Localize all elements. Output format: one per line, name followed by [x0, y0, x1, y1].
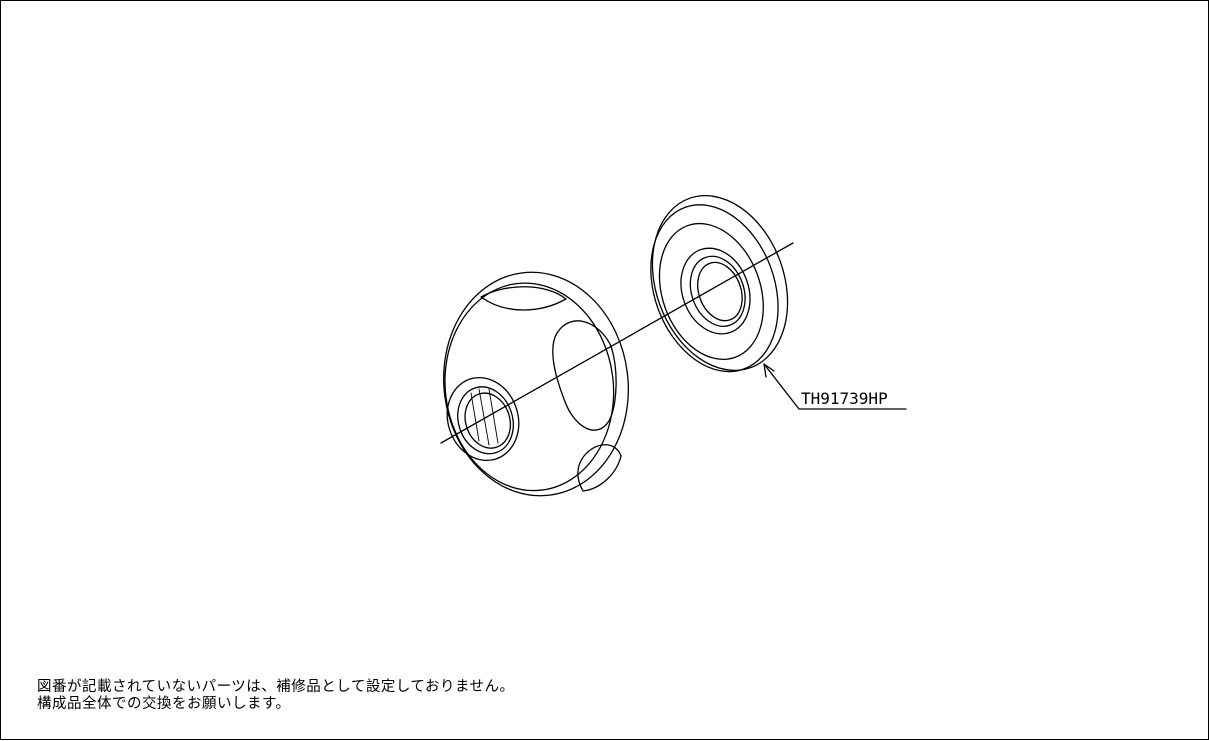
washer-front-face: [650, 204, 779, 373]
part-number-label: TH91739HP: [801, 389, 888, 408]
washer-outer-rim: [651, 194, 789, 372]
knob-front-rim: [444, 282, 615, 492]
leader-arrowhead: [763, 363, 775, 378]
washer-bore-inner: [689, 255, 746, 327]
washer-step: [658, 222, 764, 360]
thread-lines: [470, 388, 499, 446]
part-leader: [763, 363, 907, 410]
cap-washer: [650, 194, 789, 373]
knob-bore-inner: [457, 386, 514, 455]
washer-bore-outer: [680, 247, 751, 335]
grip-dimple-top: [480, 286, 567, 311]
knob-bore-outer: [446, 376, 520, 462]
notes-block: 図番が記載されていないパーツは、補修品として設定しておりません。 構成品全体での…: [37, 679, 515, 713]
handle-knob: [443, 271, 629, 497]
grip-dimple-side: [552, 320, 617, 431]
center-axis-line: [440, 242, 794, 444]
knob-bore-thread: [464, 392, 512, 449]
leader-line: [763, 363, 907, 410]
note-line-1: 図番が記載されていないパーツは、補修品として設定しておりません。: [37, 679, 515, 695]
knob-outer-contour: [443, 271, 629, 497]
washer-bore-edge: [697, 261, 743, 322]
grip-dimple-lower: [577, 444, 622, 492]
note-line-2: 構成品全体での交換をお願いします。: [37, 696, 291, 712]
